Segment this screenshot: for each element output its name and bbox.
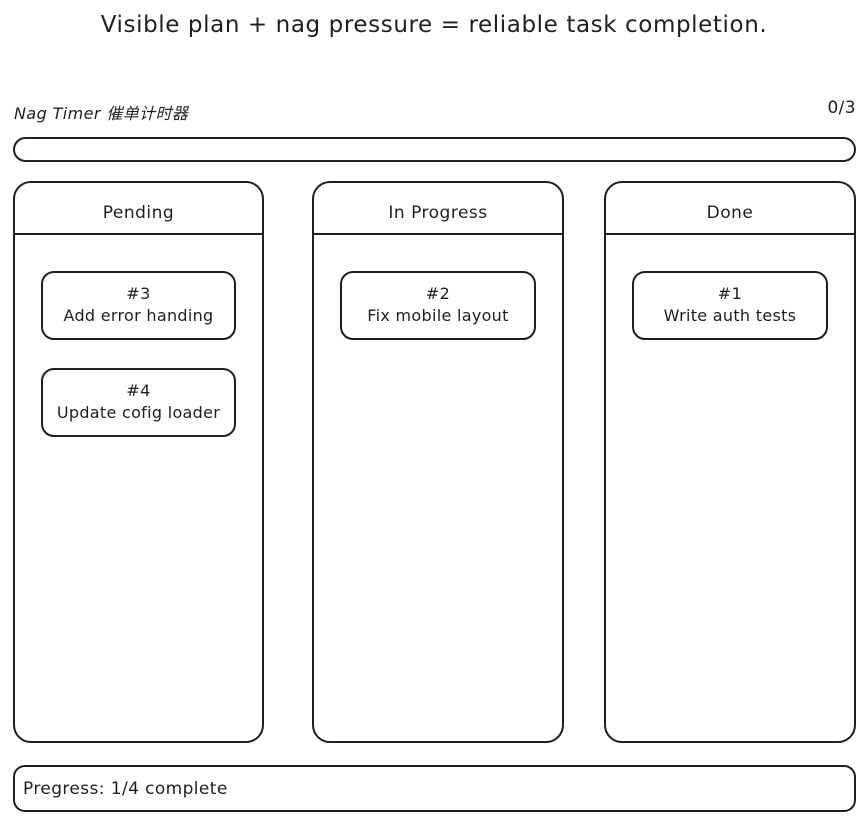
column-card-list: #3 Add error handing #4 Update cofig loa… [15,245,262,465]
column-divider [15,233,262,235]
overall-progress-text: Pregress: 1/4 complete [23,779,228,799]
column-divider [314,233,562,235]
page-title: Visible plan + nag pressure = reliable t… [100,12,768,38]
task-card-title: Fix mobile layout [367,305,509,325]
board-column-in-progress[interactable]: In Progress #2 Fix mobile layout [312,181,564,743]
column-card-list: #1 Write auth tests [606,245,854,368]
task-card[interactable]: #1 Write auth tests [632,271,828,341]
column-title: Done [706,203,754,223]
column-title: Pending [102,203,175,223]
overall-progress-bar: Pregress: 1/4 complete [13,765,856,812]
board-column-pending[interactable]: Pending #3 Add error handing #4 Update c… [13,181,264,743]
task-card-title: Add error handing [63,305,214,325]
task-card-id: #1 [717,284,743,303]
column-title: In Progress [388,203,488,223]
column-card-list: #2 Fix mobile layout [314,245,562,368]
task-card[interactable]: #2 Fix mobile layout [340,271,536,341]
nag-timer-label: Nag Timer 催单计时器 [14,104,189,123]
nag-timer-counter: 0/3 [827,98,856,118]
task-board: Pending #3 Add error handing #4 Update c… [13,181,856,743]
nag-timer-progress-bar [13,137,856,162]
task-card-id: #3 [126,284,151,303]
task-card-id: #4 [126,381,151,401]
task-card[interactable]: #4 Update cofig loader [41,368,236,438]
column-divider [606,233,854,235]
board-column-done[interactable]: Done #1 Write auth tests [604,181,856,743]
task-card[interactable]: #3 Add error handing [41,271,236,341]
task-card-title: Write auth tests [663,305,797,325]
task-card-title: Update cofig loader [56,402,221,422]
task-card-id: #2 [425,284,451,303]
